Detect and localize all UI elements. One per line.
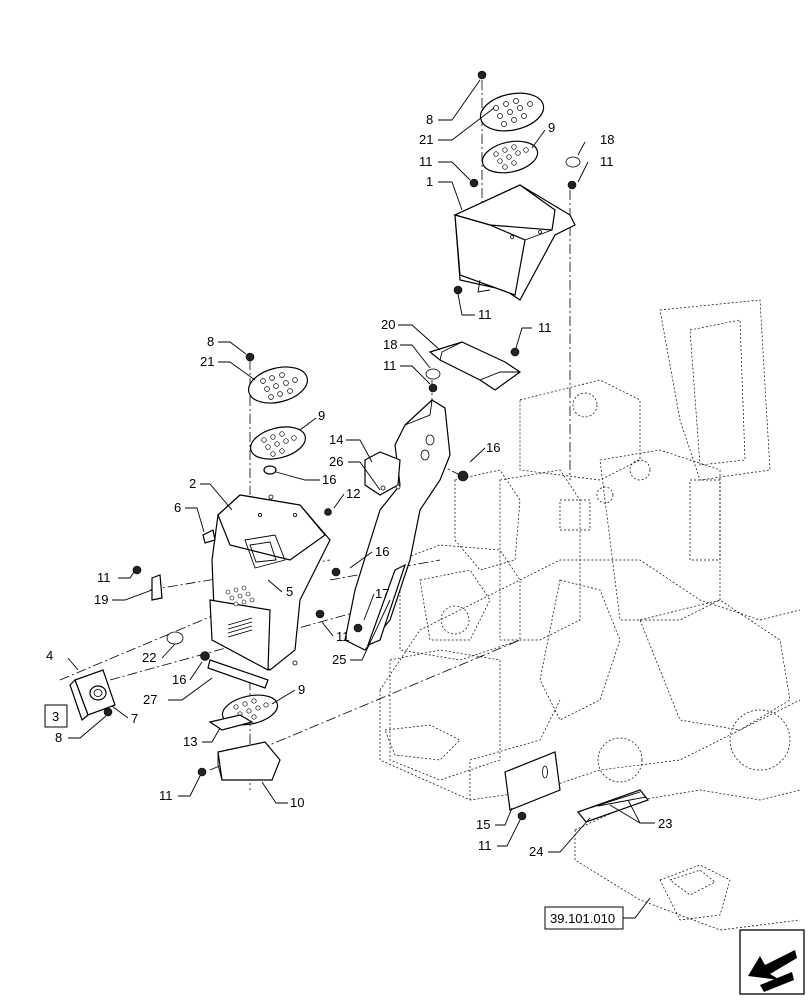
label-27: 27 [143, 692, 157, 707]
part-13-pad [208, 714, 254, 731]
label-4: 4 [46, 648, 53, 663]
reference-link[interactable]: 39.101.010 [544, 906, 624, 930]
part-9-upper-plate [481, 140, 539, 174]
label-11-a: 11 [419, 154, 433, 169]
part-20-bracket [428, 341, 522, 391]
label-9-lower: 9 [298, 682, 305, 697]
part-9-left-plate [249, 426, 307, 460]
label-16-b: 16 [322, 472, 336, 487]
label-20: 20 [381, 317, 395, 332]
label-8-lower: 8 [55, 730, 62, 745]
label-3-box [44, 704, 68, 728]
part-15-bracket [504, 751, 561, 821]
label-11-f: 11 [97, 570, 111, 585]
label-11-d: 11 [538, 320, 552, 335]
label-16-c: 16 [375, 544, 389, 559]
label-11-e: 11 [383, 358, 397, 373]
bolts-upper [453, 70, 581, 295]
part-10-step-plate [217, 741, 281, 781]
part-1-upper-cover [453, 184, 576, 301]
label-13: 13 [183, 734, 197, 749]
label-23: 23 [658, 816, 672, 831]
leader-lines [67, 79, 655, 919]
part-21-left-plate [248, 366, 308, 404]
part-21-upper-plate [479, 92, 545, 132]
label-11-i: 11 [478, 838, 492, 853]
label-18-top: 18 [600, 132, 614, 147]
part-23-pads [577, 789, 649, 823]
label-26: 26 [329, 454, 343, 469]
label-24: 24 [529, 844, 543, 859]
label-1: 1 [426, 174, 433, 189]
label-21-left: 21 [200, 354, 214, 369]
label-5: 5 [286, 584, 293, 599]
reference-text: 39.101.010 [550, 911, 615, 926]
label-6: 6 [174, 500, 181, 515]
part-4-switch-box [69, 669, 116, 722]
label-11-b: 11 [600, 154, 614, 169]
label-8-top: 8 [426, 112, 433, 127]
part-2-step-housing [207, 494, 331, 689]
label-25: 25 [332, 652, 346, 667]
label-7: 7 [131, 711, 138, 726]
label-11-h: 11 [159, 788, 173, 803]
label-9-top: 9 [548, 120, 555, 135]
label-17: 17 [375, 586, 389, 601]
background-frame-assembly [379, 299, 801, 931]
part-14-side-panel [344, 399, 451, 651]
label-11-c: 11 [478, 307, 492, 322]
bolts-mid [425, 347, 520, 482]
label-14: 14 [329, 432, 343, 447]
center-lines [59, 80, 571, 790]
label-11-g: 11 [336, 629, 350, 644]
label-18-mid: 18 [383, 337, 397, 352]
label-3: 3 [52, 709, 59, 724]
label-15: 15 [476, 817, 490, 832]
bolts-side-panel [315, 508, 363, 633]
label-12: 12 [346, 486, 360, 501]
label-21-top: 21 [419, 132, 433, 147]
bolts-left [103, 352, 277, 777]
part-labels: 8 21 9 18 11 11 1 11 20 11 18 11 8 21 9 … [44, 112, 672, 859]
label-9-left: 9 [318, 408, 325, 423]
label-16-d: 16 [172, 672, 186, 687]
label-16-a: 16 [486, 440, 500, 455]
arrow-back-icon[interactable] [739, 929, 805, 995]
label-10: 10 [290, 795, 304, 810]
label-2: 2 [189, 476, 196, 491]
label-8-left: 8 [207, 334, 214, 349]
part-19-clip [151, 574, 163, 601]
label-19: 19 [94, 592, 108, 607]
label-22: 22 [142, 650, 156, 665]
